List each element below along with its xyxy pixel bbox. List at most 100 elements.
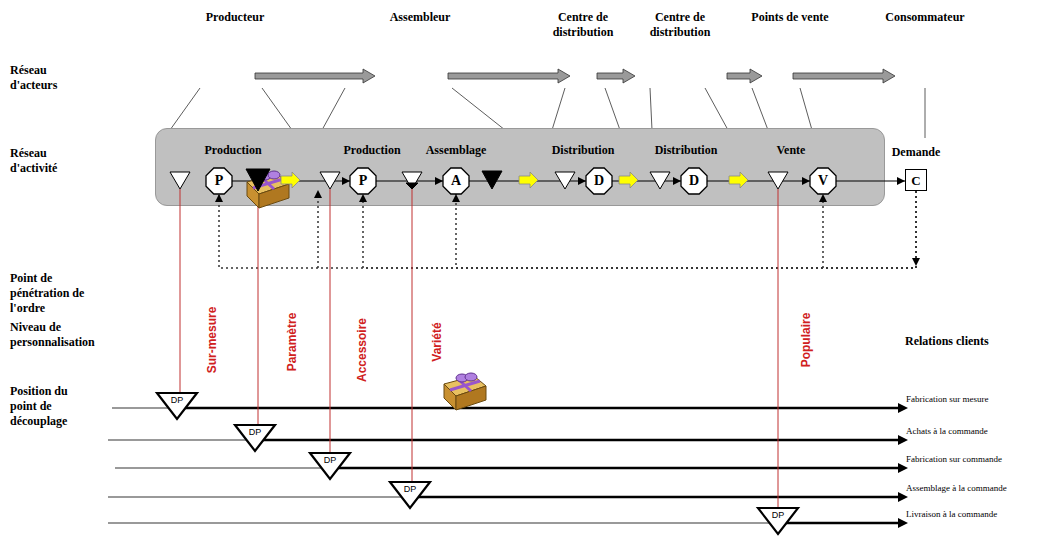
customer-relation-line	[255, 439, 899, 442]
customer-relation-line	[778, 522, 899, 525]
activity-letter: A	[451, 173, 461, 189]
stock-triangle	[402, 172, 422, 189]
actor-arrow	[448, 69, 570, 83]
flow-arrow	[707, 180, 810, 181]
node-outline	[350, 168, 376, 194]
customization-level: Populaire	[799, 313, 813, 368]
order-penetration-line	[823, 191, 916, 268]
activity-node: A	[443, 168, 469, 194]
stock-triangle	[320, 172, 340, 189]
customer-relation-line	[115, 467, 330, 469]
relation-label: Fabrication sur commande	[906, 454, 1002, 465]
gift-icon	[444, 373, 486, 410]
flow-arrow	[836, 180, 905, 181]
customer-relation-line	[330, 467, 899, 470]
decoupling-point: DP	[758, 508, 798, 534]
node-outline	[758, 508, 798, 534]
dp-label: DP	[171, 395, 184, 405]
order-penetration-line	[314, 190, 322, 198]
column-header: Centre de distribution	[543, 10, 623, 40]
actor-arrow	[597, 69, 635, 83]
stock-triangle-filled	[246, 169, 502, 191]
dp-label: DP	[324, 455, 337, 465]
customer-relation-line	[410, 496, 899, 499]
customer-relation-line	[898, 492, 908, 502]
customization-level: Accessoire	[355, 318, 369, 382]
decoupling-point: DP	[310, 453, 350, 479]
leader-line	[605, 88, 620, 130]
node-outline	[810, 168, 836, 194]
node-outline	[310, 453, 350, 479]
leader-line	[170, 88, 200, 130]
stage-label: Distribution	[655, 143, 718, 158]
relation-label: Achats à la commande	[906, 426, 988, 437]
leader-line	[650, 88, 652, 130]
actor-arrow	[793, 69, 895, 83]
stock-triangle	[650, 172, 670, 189]
node-outline	[390, 482, 430, 508]
transport-arrow	[281, 172, 748, 188]
stage-label: Distribution	[552, 143, 615, 158]
column-header: Centre de distribution	[640, 10, 720, 40]
stock-triangle	[555, 172, 575, 189]
stock-triangle-filled	[482, 171, 502, 189]
customer-relation-line	[177, 407, 899, 410]
customer-relation-line	[898, 518, 908, 528]
activity-letter: P	[215, 173, 224, 189]
node-outline	[586, 168, 612, 194]
dp-label: DP	[249, 427, 262, 437]
leader-line	[705, 88, 728, 130]
stock-triangle-filled	[246, 169, 270, 191]
decoupling-point: DP	[157, 393, 197, 419]
customer-relation-line	[108, 439, 255, 441]
row-label: Réseau d'acteurs	[10, 63, 85, 93]
relation-label: Livraison à la commande	[906, 509, 997, 520]
column-header: Points de vente	[751, 10, 828, 25]
node-outline	[681, 168, 707, 194]
customer-relation-line	[898, 435, 908, 445]
node-outline	[206, 168, 232, 194]
decoupling-link	[778, 189, 779, 508]
activity-letter: V	[818, 173, 828, 189]
row-label: Point de pénétration de l'ordre	[10, 271, 92, 316]
decoupling-link	[180, 189, 181, 393]
dp-label: DP	[404, 484, 417, 494]
customization-level: Sur-mesure	[205, 307, 219, 374]
activity-letter: D	[594, 173, 604, 189]
leader-line	[262, 88, 292, 130]
activity-node: P	[206, 168, 232, 194]
stage-label: Vente	[777, 143, 806, 158]
activity-node: V	[810, 168, 836, 194]
row-label: Réseau d'activité	[10, 146, 85, 176]
stage-label: Production	[204, 143, 261, 158]
stock-triangle	[170, 172, 190, 189]
node-outline	[235, 425, 275, 451]
actor-arrow	[255, 69, 895, 83]
column-header: Producteur	[206, 10, 264, 25]
transport-arrow	[729, 172, 748, 188]
order-penetration-line	[314, 190, 920, 268]
leader-line	[925, 88, 926, 138]
activity-letter: P	[359, 173, 368, 189]
decoupling-link	[412, 189, 413, 482]
relation-label: Assemblage à la commande	[906, 483, 1007, 494]
order-penetration-line	[912, 258, 920, 266]
stock-triangle	[768, 172, 788, 189]
transport-arrow	[619, 172, 638, 188]
customer-relation-line	[108, 496, 410, 498]
decoupling-link	[258, 191, 259, 425]
actor-arrow	[727, 69, 762, 83]
decoupling-link	[180, 189, 778, 508]
actor-arrow	[255, 69, 375, 83]
node-outline	[443, 168, 469, 194]
column-header: Assembleur	[390, 10, 451, 25]
gift-icon	[268, 171, 280, 179]
demand-label: Demande	[892, 145, 941, 160]
dp-label: DP	[772, 510, 785, 520]
stage-label: Assemblage	[426, 143, 487, 158]
activity-node: D	[681, 168, 707, 194]
gift-icon	[465, 373, 477, 381]
